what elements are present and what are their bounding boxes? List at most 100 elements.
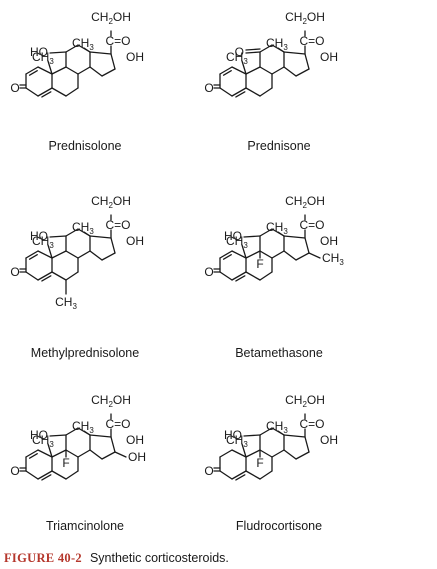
c17-oh-label: OH — [126, 433, 144, 447]
bond-c15-c16 — [101, 252, 116, 261]
c9-fluoro-label: F — [256, 456, 263, 470]
c3-oxo-label: O — [10, 81, 19, 95]
bond-c4-c5 — [231, 470, 247, 480]
bond-c14-c8 — [77, 449, 91, 458]
carbonyl-label: C=O — [299, 218, 324, 232]
bond-c1-c2 — [25, 66, 39, 75]
bond-c4-c5 — [37, 271, 53, 281]
bond-c11-oh — [49, 434, 67, 437]
c9-fluoro-label: F — [62, 456, 69, 470]
bond-c1-c2-inner — [28, 70, 38, 76]
ch2oh-label: CH2OH — [285, 393, 325, 409]
bond-c8-c9 — [65, 66, 79, 75]
bond-c11-oh — [243, 235, 261, 238]
c3-oxo-label: O — [204, 81, 213, 95]
bond-c14-c8 — [271, 449, 285, 458]
bond-c14-c15 — [283, 250, 297, 261]
bond-c9-c10 — [245, 449, 261, 458]
bond-c8-c9 — [65, 250, 79, 259]
bond-c10-c19 — [47, 244, 53, 259]
c6-methyl-label: CH3 — [55, 295, 77, 311]
c16-methyl-label: CH3 — [322, 251, 344, 267]
c17-oh-label: OH — [320, 234, 338, 248]
bond-c10-c19 — [241, 244, 247, 259]
c19-methyl-label: CH3 — [226, 50, 248, 66]
ch2oh-label: CH2OH — [91, 194, 131, 210]
bond-c6-c7 — [259, 470, 273, 480]
bond-c4-c5-inner — [41, 474, 52, 481]
bond-c13-c18 — [83, 231, 91, 237]
bond-c6-c7 — [65, 470, 79, 480]
bond-c1-c2 — [219, 449, 233, 458]
bond-c11-c12 — [65, 427, 79, 436]
c11-oxo-label: O — [235, 45, 244, 59]
bond-c13-c18 — [277, 231, 285, 237]
bond-c5-c6 — [51, 470, 67, 480]
compound-name: Prednisone — [247, 139, 310, 153]
bond-c10-c19 — [241, 60, 247, 75]
bond-c5-c6 — [245, 470, 261, 480]
bond-c15-c16 — [101, 451, 116, 460]
bond-c16-c17 — [304, 436, 310, 453]
bond-c4-c5-inner — [41, 91, 52, 98]
bond-c14-c15 — [89, 449, 103, 460]
c17-oh-label: OH — [126, 234, 144, 248]
ch2oh-label: CH2OH — [285, 194, 325, 210]
bond-c5-c6 — [245, 271, 261, 281]
bond-c6-c7 — [259, 87, 273, 97]
c17-oh-label: OH — [126, 50, 144, 64]
compound-name: Betamethasone — [235, 346, 323, 360]
bond-c4-c5 — [231, 271, 247, 281]
carbonyl-label: C=O — [105, 218, 130, 232]
c11-hydroxyl-label: HO — [224, 428, 242, 442]
carbonyl-label: C=O — [299, 34, 324, 48]
c18-methyl-label: CH3 — [266, 36, 288, 52]
bond-c1-c2-inner — [28, 254, 38, 260]
bond-c5-c6 — [245, 87, 261, 97]
carbonyl-label: C=O — [105, 34, 130, 48]
bond-c11-c12 — [259, 427, 273, 436]
c11-hydroxyl-label: HO — [30, 229, 48, 243]
bond-c16-c17 — [110, 436, 116, 453]
bond-c8-c9 — [65, 449, 79, 458]
bond-c13-c18 — [277, 47, 285, 53]
bond-c9-c10 — [51, 66, 67, 75]
c19-methyl-label: CH3 — [32, 433, 54, 449]
bond-c9-c10 — [51, 449, 67, 458]
bond-c11-c12 — [65, 44, 79, 53]
bond-c6-c7 — [259, 271, 273, 281]
bond-c1-c2-inner — [222, 70, 232, 76]
bond-c17-c13 — [283, 51, 306, 55]
bond-c13-c18 — [83, 47, 91, 53]
bond-c4-c5 — [231, 87, 247, 97]
bond-c9-c10 — [51, 250, 67, 259]
bond-c9-c10 — [245, 66, 261, 75]
bond-c9-c10 — [245, 250, 261, 259]
bond-c3-c4 — [219, 87, 233, 97]
bond-c17-c13 — [283, 235, 306, 239]
c3-oxo-label: O — [204, 265, 213, 279]
bond-c10-c1 — [231, 66, 247, 75]
c18-methyl-label: CH3 — [72, 220, 94, 236]
bond-c13-c18 — [277, 430, 285, 436]
bond-c8-c9 — [259, 66, 273, 75]
structures-canvas: OCH2OHC=OOHCH3CH3HOPrednisoloneOCH2OHC=O… — [10, 10, 344, 533]
bond-c6-c7 — [65, 271, 79, 281]
c16-hydroxyl-label: OH — [128, 450, 146, 464]
bond-c10-c1 — [231, 449, 247, 458]
bond-c1-c2 — [25, 250, 39, 259]
bond-c1-c2-inner — [222, 254, 232, 260]
c3-oxo-label: O — [10, 464, 19, 478]
c3-oxo-label: O — [204, 464, 213, 478]
bond-c13-c18 — [83, 430, 91, 436]
bond-c16-c17 — [110, 53, 116, 70]
bond-c8-c9 — [259, 449, 273, 458]
bond-c1-c2 — [219, 66, 233, 75]
c11-hydroxyl-label: HO — [224, 229, 242, 243]
c18-methyl-label: CH3 — [72, 419, 94, 435]
c18-methyl-label: CH3 — [72, 36, 94, 52]
